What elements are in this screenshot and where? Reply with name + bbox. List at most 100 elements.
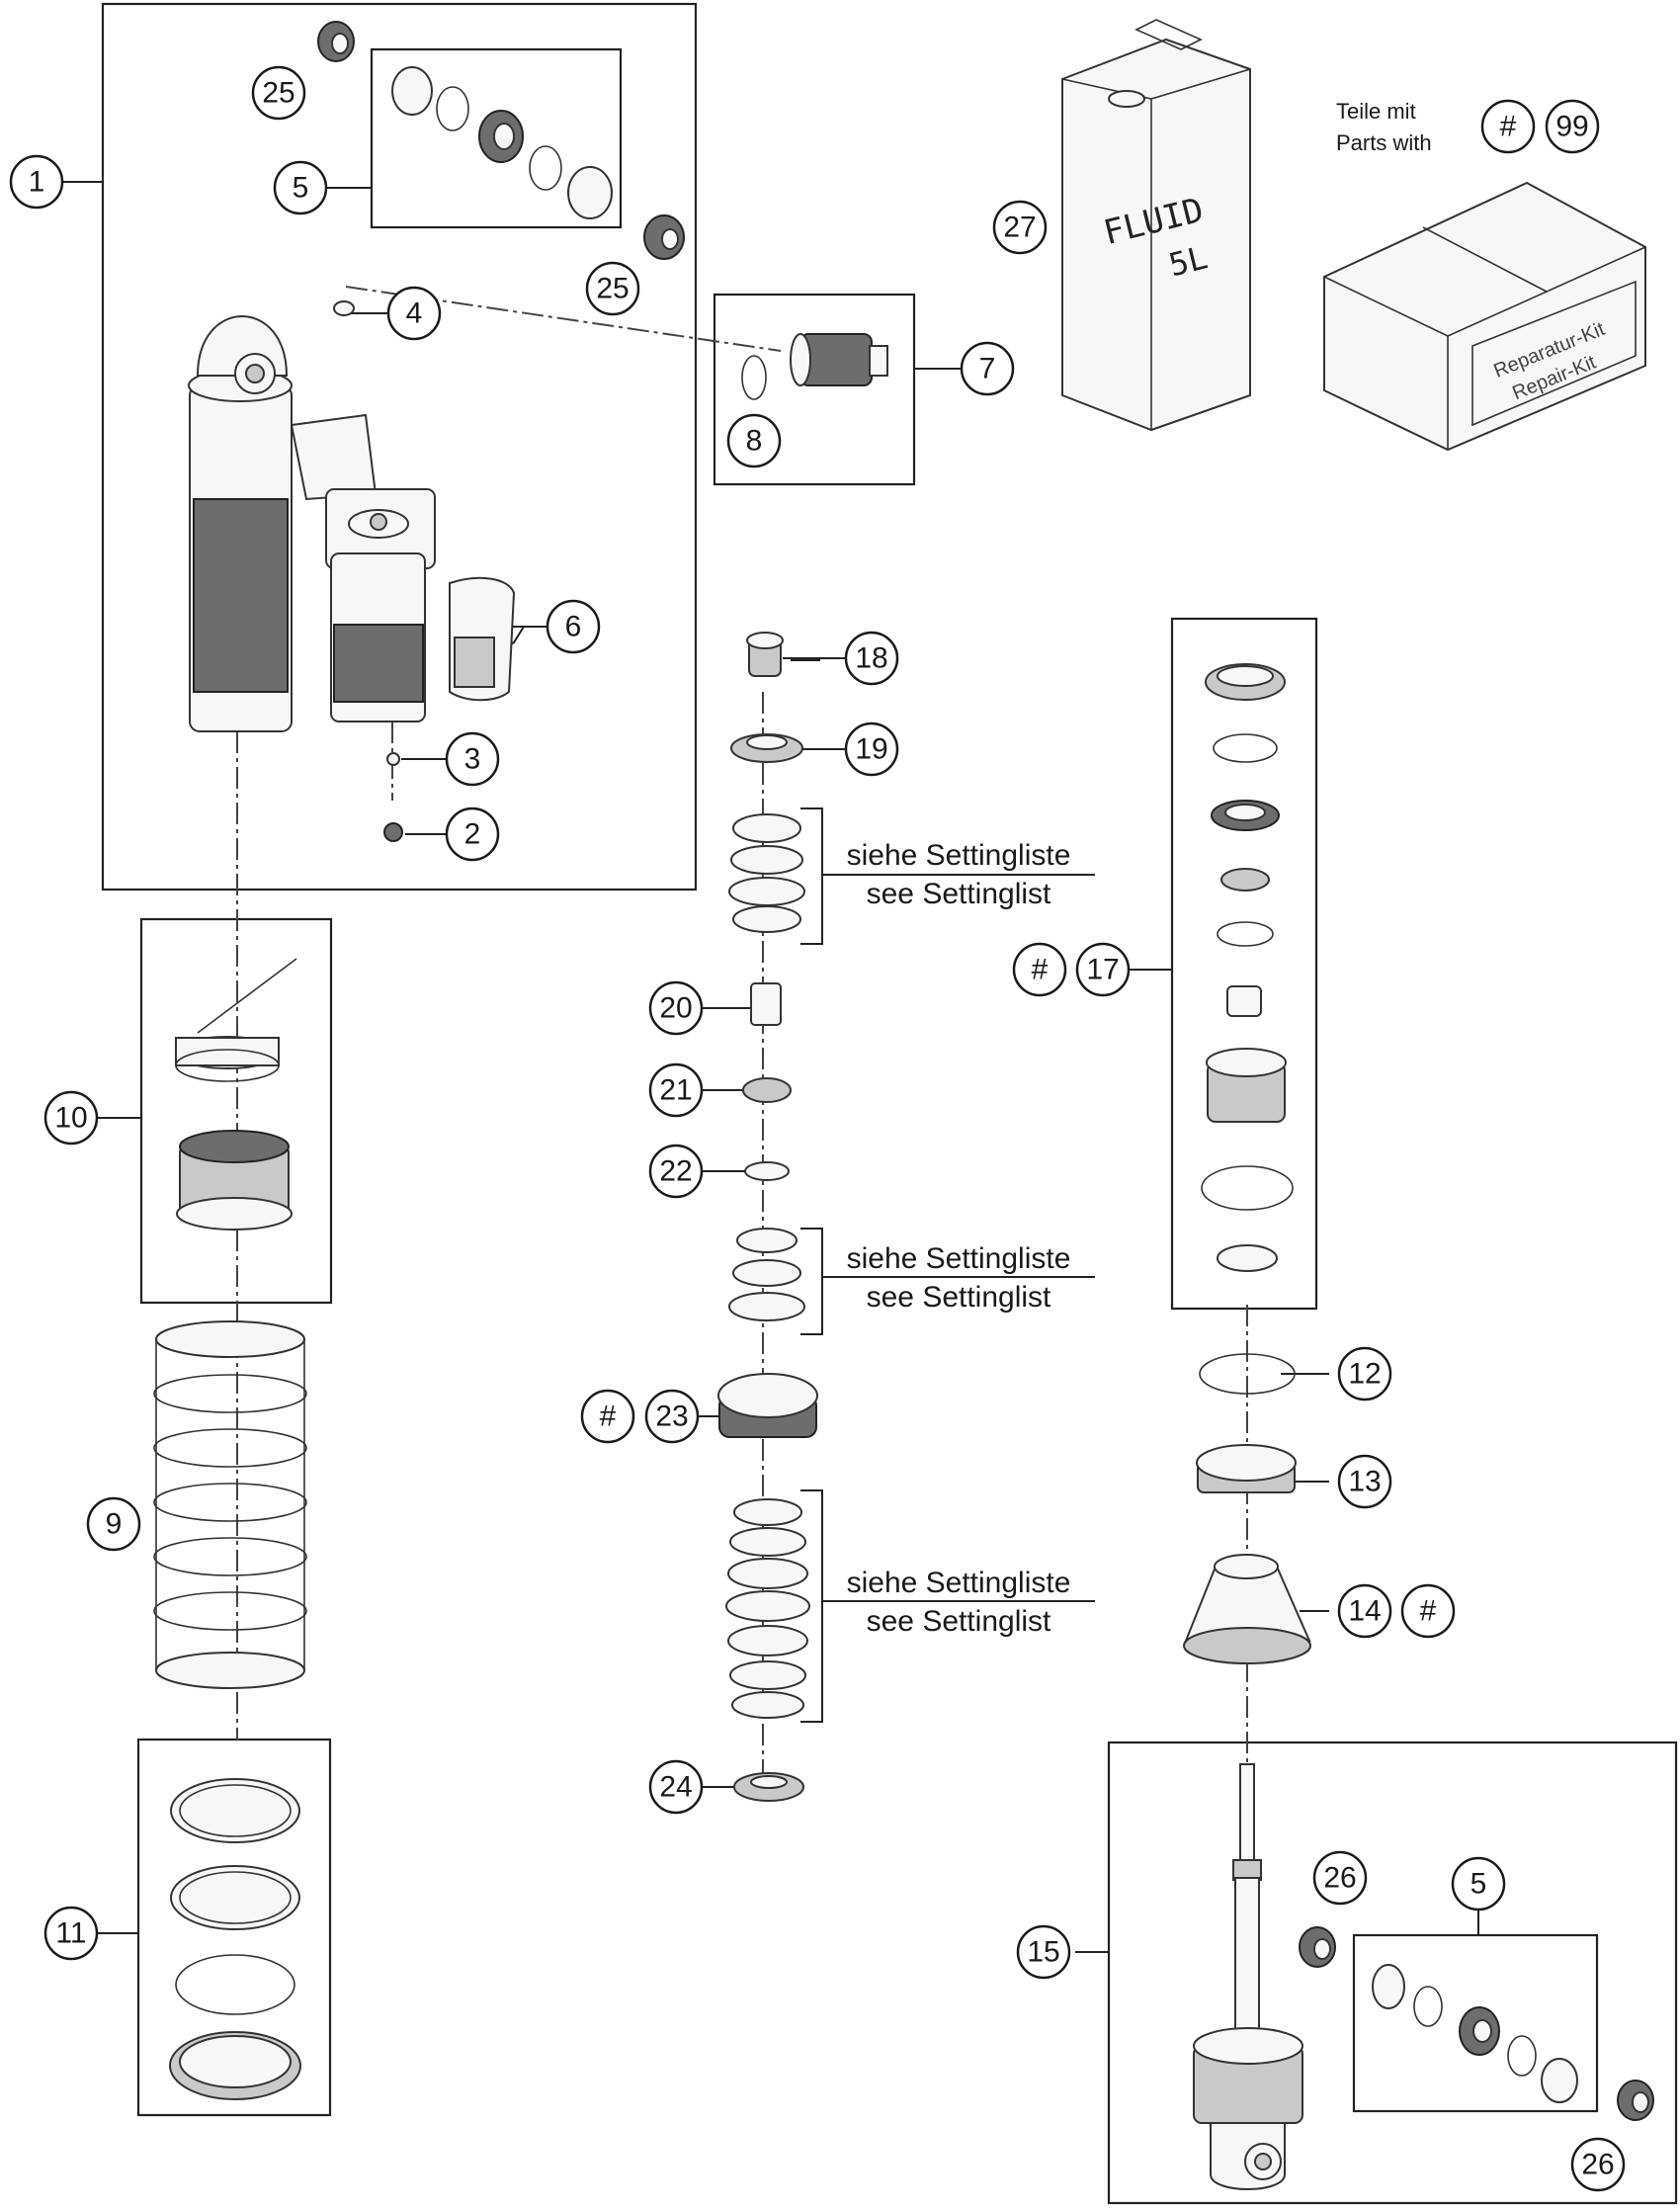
seal-kit-part-5-lower xyxy=(1372,1964,1578,2103)
group-frame-1 xyxy=(101,2,698,892)
svg-text:#: # xyxy=(1420,1595,1437,1628)
svg-text:22: 22 xyxy=(659,1155,692,1188)
svg-text:26: 26 xyxy=(1323,1862,1356,1895)
callout-14: 14 xyxy=(1337,1583,1392,1639)
svg-text:25: 25 xyxy=(262,77,294,110)
svg-text:14: 14 xyxy=(1348,1595,1381,1628)
bump-stop-part-14 xyxy=(1183,1554,1311,1664)
svg-text:24: 24 xyxy=(659,1771,692,1804)
callout-21: 21 xyxy=(648,1062,704,1118)
svg-text:25: 25 xyxy=(596,273,629,305)
legend-line1: Teile mit xyxy=(1336,99,1416,124)
piston-rod-part-15 xyxy=(1193,1763,1303,2190)
fluid-can-part-27: FLUID 5L xyxy=(1061,19,1251,432)
callout-11: 11 xyxy=(43,1906,99,1961)
svg-text:#: # xyxy=(1500,111,1517,143)
callout-10: 10 xyxy=(43,1090,99,1146)
callout-1: 1 xyxy=(9,154,64,210)
setting-note-3-en: see Settinglist xyxy=(867,1605,1051,1638)
callout-14-hash: # xyxy=(1400,1583,1456,1639)
spring-part-9 xyxy=(153,1320,307,1689)
legend: Teile mit Parts with xyxy=(1336,99,1432,155)
svg-text:4: 4 xyxy=(406,297,423,330)
svg-text:1: 1 xyxy=(29,166,45,199)
svg-text:5: 5 xyxy=(1470,1868,1487,1901)
svg-text:#: # xyxy=(1032,954,1049,986)
callout-15: 15 xyxy=(1016,1924,1071,1980)
svg-text:26: 26 xyxy=(1581,2149,1614,2181)
callout-26-lower: 26 xyxy=(1570,2137,1626,2192)
cap-part-13 xyxy=(1196,1444,1297,1493)
setting-note-1-en: see Settinglist xyxy=(867,878,1051,910)
shock-absorber-body xyxy=(188,315,436,732)
svg-text:8: 8 xyxy=(746,425,763,458)
callout-4: 4 xyxy=(386,286,442,341)
svg-text:19: 19 xyxy=(855,733,887,766)
svg-text:11: 11 xyxy=(55,1917,86,1950)
washer-part-3 xyxy=(386,752,400,766)
callout-22: 22 xyxy=(648,1144,704,1199)
callout-9: 9 xyxy=(86,1496,141,1552)
setting-note-1: siehe Settingliste see Settinglist xyxy=(847,839,1071,910)
group-frame-5-seals-lower xyxy=(1352,1933,1599,2113)
ring-set-part-11 xyxy=(169,1778,301,2100)
callout-12: 12 xyxy=(1337,1346,1392,1402)
spring-adjuster-part-10 xyxy=(175,958,297,1231)
valve-stack-part-17 xyxy=(1201,663,1294,1272)
piston-rod-stack xyxy=(717,632,818,1802)
setting-note-3: siehe Settingliste see Settinglist xyxy=(847,1567,1071,1638)
bushing-part-25-right xyxy=(643,214,685,260)
svg-text:10: 10 xyxy=(54,1102,87,1135)
screw-part-2 xyxy=(383,822,403,842)
svg-text:15: 15 xyxy=(1027,1936,1059,1969)
callout-23-hash: # xyxy=(580,1389,635,1444)
bushing-part-26-upper xyxy=(1299,1926,1336,1968)
group-frame-15 xyxy=(1107,1741,1678,2205)
setting-note-3-de: siehe Settingliste xyxy=(847,1567,1071,1599)
valve-part-7 xyxy=(790,333,888,386)
callout-legend-hash: # xyxy=(1480,99,1536,154)
callout-13: 13 xyxy=(1337,1454,1392,1509)
callout-5-lower: 5 xyxy=(1451,1856,1506,1912)
svg-text:7: 7 xyxy=(979,353,996,385)
callout-25-top: 25 xyxy=(251,65,306,121)
callout-26-upper: 26 xyxy=(1312,1850,1368,1906)
svg-text:23: 23 xyxy=(655,1401,688,1433)
svg-text:21: 21 xyxy=(659,1074,692,1107)
svg-text:#: # xyxy=(600,1401,617,1433)
callout-3: 3 xyxy=(445,731,500,787)
setting-note-1-de: siehe Settingliste xyxy=(847,839,1071,872)
callout-99: 99 xyxy=(1545,99,1600,154)
circlip-part-12 xyxy=(1199,1353,1296,1395)
svg-text:99: 99 xyxy=(1555,111,1588,143)
group-frame-17 xyxy=(1170,617,1318,1311)
svg-text:2: 2 xyxy=(464,818,481,851)
callout-24: 24 xyxy=(648,1759,704,1815)
callout-17-hash: # xyxy=(1012,942,1067,997)
bushing-part-25-top xyxy=(317,21,355,62)
svg-text:12: 12 xyxy=(1348,1358,1381,1391)
callout-7: 7 xyxy=(960,341,1015,396)
seal-kit-part-5-top xyxy=(391,66,613,219)
callout-18: 18 xyxy=(844,631,899,686)
sticker-part-6 xyxy=(449,576,516,702)
callout-8: 8 xyxy=(726,413,782,468)
svg-text:6: 6 xyxy=(565,611,582,643)
group-frame-5-seals xyxy=(370,47,623,229)
callout-6: 6 xyxy=(546,599,601,654)
group-frame-7 xyxy=(713,293,916,486)
callout-2: 2 xyxy=(445,807,500,862)
svg-text:27: 27 xyxy=(1003,212,1036,244)
bushing-part-26-lower xyxy=(1617,2080,1654,2121)
svg-text:3: 3 xyxy=(464,743,481,776)
svg-text:5: 5 xyxy=(293,172,309,205)
svg-text:9: 9 xyxy=(106,1508,123,1541)
svg-text:17: 17 xyxy=(1086,954,1119,986)
callout-20: 20 xyxy=(648,980,704,1036)
can-label-line2: 5L xyxy=(1165,238,1212,284)
setting-note-2-de: siehe Settingliste xyxy=(847,1242,1071,1275)
callout-23: 23 xyxy=(644,1389,700,1444)
callout-25-right: 25 xyxy=(585,261,640,316)
svg-text:20: 20 xyxy=(659,992,692,1025)
